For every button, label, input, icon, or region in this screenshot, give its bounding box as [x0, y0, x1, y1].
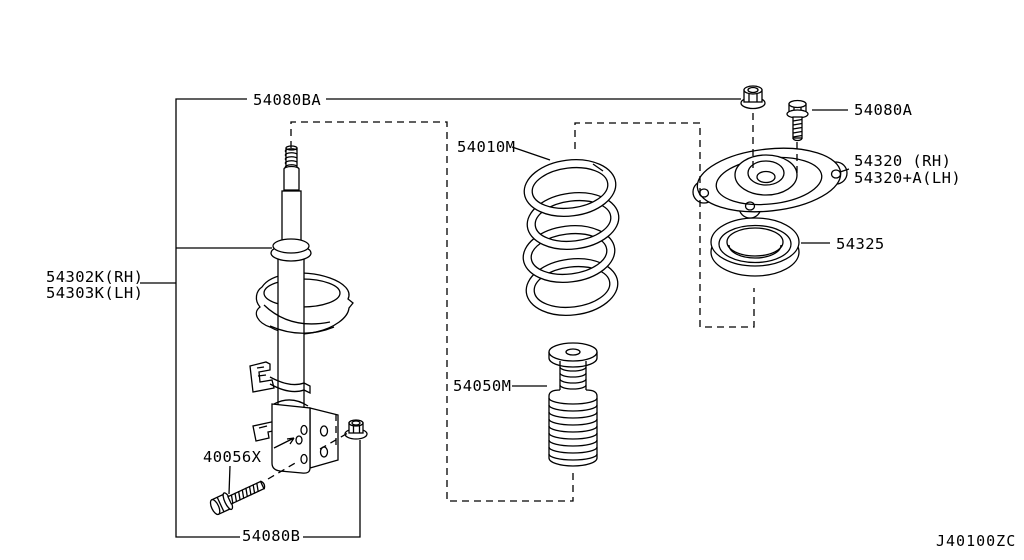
part-label-54080B[interactable]: 54080B	[242, 527, 300, 545]
strut-assembly-drawing	[249, 145, 354, 474]
part-label-54325[interactable]: 54325	[836, 235, 885, 253]
mount-bolt-drawing	[786, 99, 809, 142]
part-label-54010M[interactable]: 54010M	[457, 138, 515, 156]
part-label-54320-rh[interactable]: 54320 (RH)	[854, 152, 951, 170]
diagram-code: J40100ZC	[936, 532, 1016, 550]
part-label-54080A[interactable]: 54080A	[854, 101, 913, 119]
piston-rod-nut-drawing	[344, 419, 368, 440]
assembly-dashed-lines	[267, 113, 798, 502]
part-label-54080BA[interactable]: 54080BA	[253, 91, 321, 109]
mount-nut-drawing	[740, 85, 766, 110]
bound-bumper-drawing	[548, 342, 598, 467]
bracket-bolt-drawing	[209, 480, 266, 516]
callout-lines	[140, 98, 850, 538]
part-label-54050M[interactable]: 54050M	[453, 377, 511, 395]
part-label-54320-lh[interactable]: 54320+A(LH)	[854, 169, 961, 187]
part-label-54302K[interactable]: 54302K(RH)	[46, 268, 143, 286]
strut-bearing-drawing	[710, 217, 800, 277]
part-label-54303K[interactable]: 54303K(LH)	[46, 284, 143, 302]
strut-mount-drawing	[692, 147, 848, 219]
coil-spring-drawing	[522, 159, 620, 316]
part-label-40056X[interactable]: 40056X	[203, 448, 262, 466]
